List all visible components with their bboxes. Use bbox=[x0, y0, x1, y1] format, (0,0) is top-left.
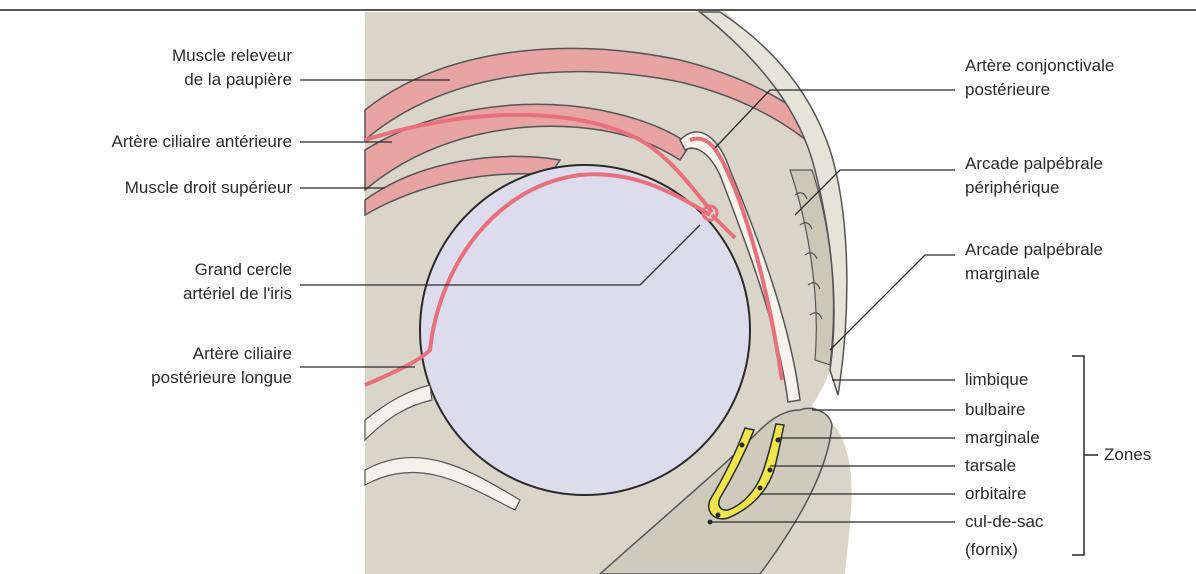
zone-fornix: (fornix) bbox=[965, 538, 1018, 562]
eyeball bbox=[420, 165, 750, 495]
label-muscle-droit-superieur: Muscle droit supérieur bbox=[20, 176, 292, 200]
zone-marginale: marginale bbox=[965, 426, 1040, 450]
label-grand-cercle: Grand cercle artériel de l'iris bbox=[60, 258, 292, 306]
zone-bulbaire: bulbaire bbox=[965, 398, 1026, 422]
zones-group-label: Zones bbox=[1104, 443, 1151, 467]
zones-bracket bbox=[1072, 356, 1098, 555]
zone-tarsale: tarsale bbox=[965, 454, 1016, 478]
zone-orbitaire: orbitaire bbox=[965, 482, 1026, 506]
label-artere-conjonctivale: Artère conjonctivale postérieure bbox=[965, 54, 1114, 102]
zone-cul-de-sac: cul-de-sac bbox=[965, 510, 1043, 534]
label-arcade-marginale: Arcade palpébrale marginale bbox=[965, 238, 1103, 286]
label-muscle-releveur: Muscle releveur de la paupière bbox=[60, 44, 292, 92]
label-arcade-peripherique: Arcade palpébrale périphérique bbox=[965, 152, 1103, 200]
zone-limbique: limbique bbox=[965, 368, 1028, 392]
label-artere-ciliaire-posterieure: Artère ciliaire postérieure longue bbox=[60, 342, 292, 390]
label-artere-ciliaire-anterieure: Artère ciliaire antérieure bbox=[20, 130, 292, 154]
